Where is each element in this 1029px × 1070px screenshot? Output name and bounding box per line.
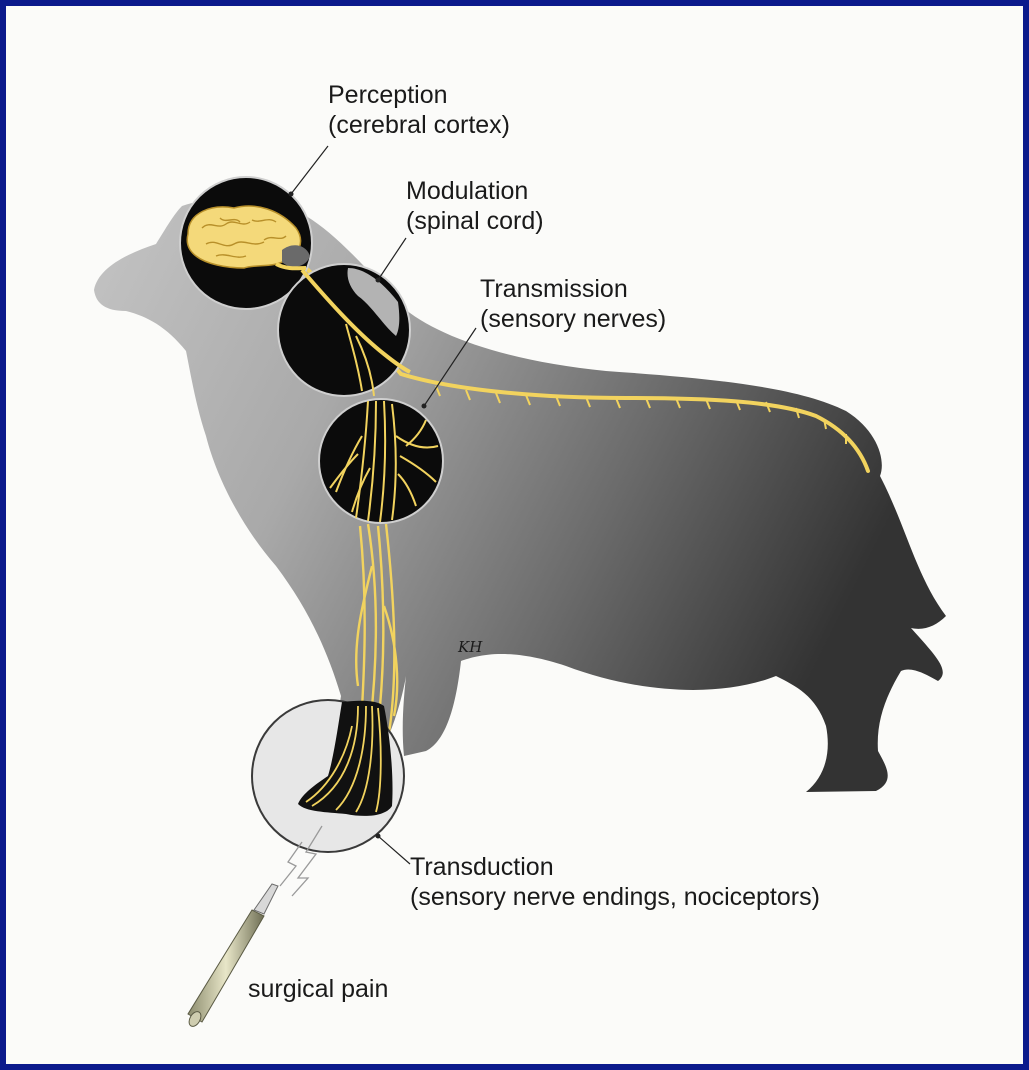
perception-label: Perception (cerebral cortex) xyxy=(328,80,510,140)
transmission-label: Transmission (sensory nerves) xyxy=(480,274,666,334)
artist-signature: KH xyxy=(458,632,482,662)
transmission-detail: (sensory nerves) xyxy=(480,304,666,334)
transduction-title: Transduction xyxy=(410,852,820,882)
scalpel-icon xyxy=(187,884,278,1028)
modulation-label: Modulation (spinal cord) xyxy=(406,176,544,236)
surgical-pain-label: surgical pain xyxy=(248,974,388,1004)
transduction-label: Transduction (sensory nerve endings, noc… xyxy=(410,852,820,912)
transmission-title: Transmission xyxy=(480,274,666,304)
transduction-detail: (sensory nerve endings, nociceptors) xyxy=(410,882,820,912)
perception-title: Perception xyxy=(328,80,510,110)
transduction-inset xyxy=(252,700,404,852)
modulation-inset xyxy=(278,264,410,396)
modulation-detail: (spinal cord) xyxy=(406,206,544,236)
perception-detail: (cerebral cortex) xyxy=(328,110,510,140)
transmission-inset xyxy=(319,399,443,523)
modulation-title: Modulation xyxy=(406,176,544,206)
